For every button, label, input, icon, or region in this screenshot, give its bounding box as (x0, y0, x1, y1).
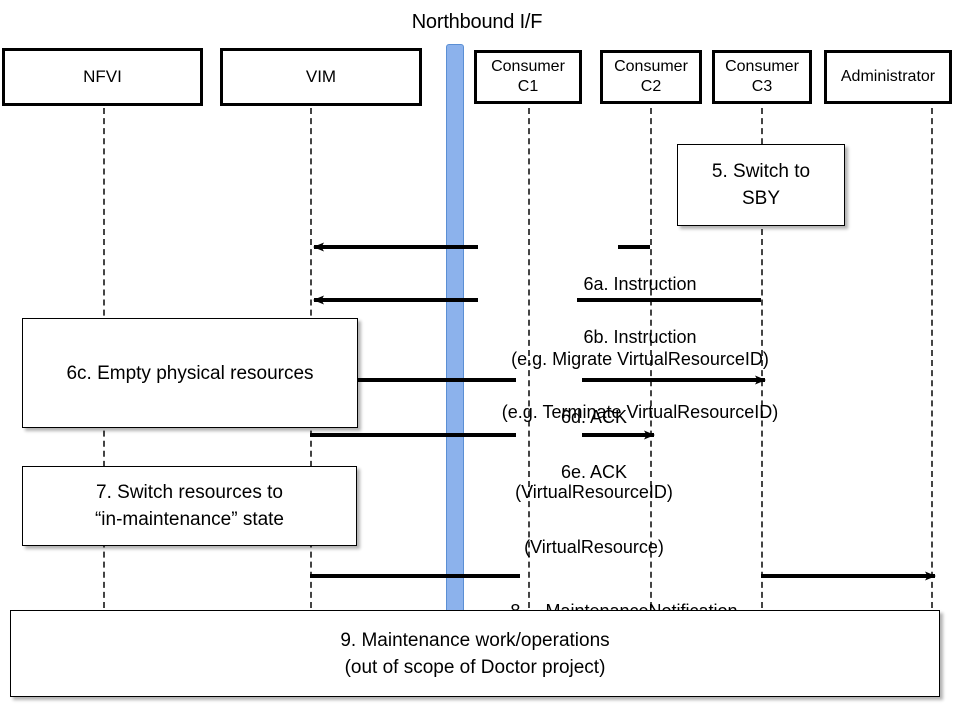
note-step-7[interactable]: 7. Switch resources to “in-maintenance” … (22, 466, 357, 546)
note-step-5[interactable]: 5. Switch to SBY (677, 144, 845, 226)
note-step-5-text: 5. Switch to SBY (711, 161, 811, 209)
actor-label-nfvi: NFVI (83, 67, 122, 86)
lifeline-consumer-c2 (650, 108, 652, 608)
note-step-6c-text: 6c. Empty physical resources (66, 362, 314, 384)
message-6d-line1: 6d. ACK (560, 407, 628, 427)
message-6a-line2: (e.g. Migrate VirtualResourceID) (511, 349, 769, 369)
note-step-9-text: 9. Maintenance work/operations (out of s… (340, 629, 610, 678)
message-6a-line1: 6a. Instruction (583, 274, 697, 294)
note-step-9[interactable]: 9. Maintenance work/operations (out of s… (10, 610, 940, 697)
message-label-6e: 6e. ACK (VirtualResource) (360, 410, 828, 610)
message-6b-line1: 6b. Instruction (583, 327, 697, 347)
note-step-7-text: 7. Switch resources to “in-maintenance” … (94, 482, 285, 530)
actor-box-vim[interactable]: VIM (220, 48, 422, 106)
actor-box-consumer-c1[interactable]: Consumer C1 (474, 50, 582, 104)
actor-box-consumer-c3[interactable]: Consumer C3 (712, 50, 812, 104)
actor-label-consumer-c3: Consumer C3 (725, 58, 799, 95)
actor-label-administrator: Administrator (840, 68, 936, 85)
message-label-6b: 6b. Instruction (e.g. Terminate VirtualR… (330, 275, 950, 475)
message-6d-line2: (VirtualResourceID) (515, 482, 673, 502)
message-label-6a: 6a. Instruction (e.g. Migrate VirtualRes… (330, 222, 950, 422)
lifeline-administrator (931, 108, 933, 608)
actor-box-administrator[interactable]: Administrator (824, 50, 952, 104)
actor-box-consumer-c2[interactable]: Consumer C2 (600, 50, 702, 104)
message-6e-line1: 6e. ACK (560, 462, 628, 482)
lifeline-consumer-c1 (528, 108, 530, 608)
actor-label-consumer-c1: Consumer C1 (491, 58, 565, 95)
actor-box-nfvi[interactable]: NFVI (2, 48, 203, 106)
actor-label-consumer-c2: Consumer C2 (614, 58, 688, 95)
actor-label-vim: VIM (305, 67, 337, 86)
page-title: Northbound I/F (411, 11, 543, 33)
note-step-6c[interactable]: 6c. Empty physical resources (22, 318, 358, 428)
lifeline-consumer-c3 (761, 108, 763, 608)
message-6b-line2: (e.g. Terminate VirtualResourceID) (501, 402, 779, 422)
message-label-6d: 6d. ACK (VirtualResourceID) (360, 355, 828, 555)
message-6e-line2: (VirtualResource) (524, 537, 664, 557)
